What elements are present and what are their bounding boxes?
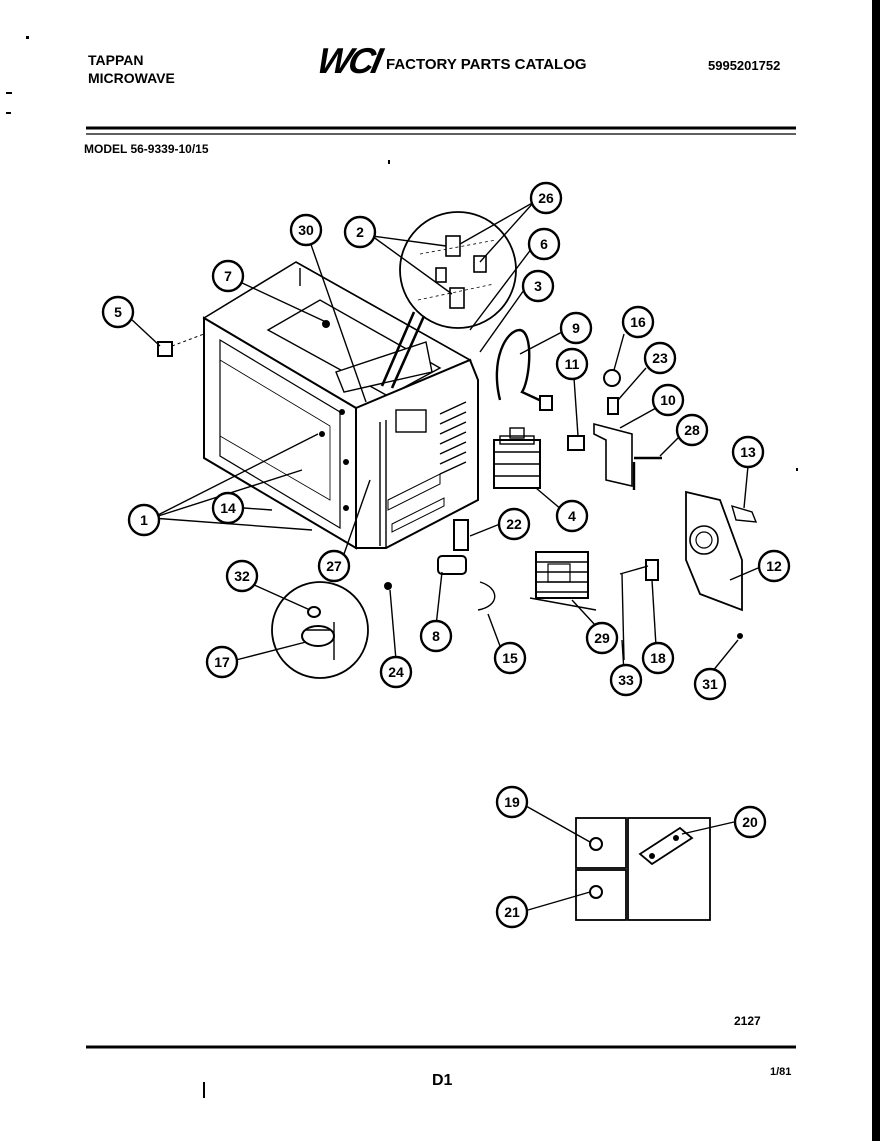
scan-marks [6, 36, 798, 1098]
svg-text:13: 13 [740, 444, 756, 460]
callout-9: 9 [559, 311, 593, 345]
svg-text:22: 22 [506, 516, 522, 532]
svg-text:21: 21 [504, 904, 520, 920]
callout-28: 28 [675, 413, 709, 447]
svg-text:1: 1 [140, 512, 148, 528]
microwave-cabinet [202, 261, 479, 550]
callout-15: 15 [493, 641, 527, 675]
page-id: D1 [432, 1072, 453, 1089]
callout-5: 5 [101, 295, 135, 329]
svg-text:4: 4 [568, 508, 576, 524]
svg-text:27: 27 [326, 558, 342, 574]
callout-27: 27 [317, 549, 351, 583]
callout-13: 13 [731, 435, 765, 469]
svg-text:5: 5 [114, 304, 122, 320]
svg-text:24: 24 [388, 664, 404, 680]
part-24-screw [384, 582, 392, 590]
svg-text:12: 12 [766, 558, 782, 574]
document-number: 5995201752 [708, 58, 781, 73]
thermostat-detail-inset [271, 581, 369, 679]
product-type: MICROWAVE [88, 70, 175, 86]
callout-6: 6 [527, 227, 561, 261]
svg-text:26: 26 [538, 190, 554, 206]
svg-text:10: 10 [660, 392, 676, 408]
callout-16: 16 [621, 305, 655, 339]
callout-2: 2 [343, 215, 377, 249]
figure-code: 2127 [734, 1014, 761, 1028]
header-rule [86, 126, 796, 135]
switch-detail-inset [380, 211, 517, 389]
brand-name: TAPPAN [88, 52, 144, 68]
svg-text:7: 7 [224, 268, 232, 284]
callout-26: 26 [529, 181, 563, 215]
callout-1: 1 [127, 503, 161, 537]
part-4-magnetron [493, 427, 541, 489]
callout-22: 22 [497, 507, 531, 541]
svg-text:23: 23 [652, 350, 668, 366]
callout-4: 4 [555, 499, 589, 533]
svg-text:28: 28 [684, 422, 700, 438]
callout-24: 24 [379, 655, 413, 689]
parts-upper-right-cluster [567, 369, 662, 490]
svg-text:32: 32 [234, 568, 250, 584]
callout-18: 18 [641, 641, 675, 675]
svg-text:2: 2 [356, 224, 364, 240]
svg-text:19: 19 [504, 794, 520, 810]
inset-boxes [575, 817, 711, 921]
callout-17: 17 [205, 645, 239, 679]
svg-text:16: 16 [630, 314, 646, 330]
page-date: 1/81 [770, 1066, 792, 1078]
svg-text:31: 31 [702, 676, 718, 692]
svg-text:30: 30 [298, 222, 314, 238]
callout-19: 19 [495, 785, 529, 819]
svg-text:18: 18 [650, 650, 666, 666]
svg-text:29: 29 [594, 630, 610, 646]
part-5-latch [157, 333, 205, 357]
part-29-transformer [529, 551, 597, 611]
callout-20: 20 [733, 805, 767, 839]
svg-text:20: 20 [742, 814, 758, 830]
callout-32: 32 [225, 559, 259, 593]
callout-30: 30 [289, 213, 323, 247]
callout-12: 12 [757, 549, 791, 583]
svg-text:3: 3 [534, 278, 542, 294]
callout-31: 31 [693, 667, 727, 701]
model-number: MODEL 56-9339-10/15 [84, 142, 209, 156]
callout-8: 8 [419, 619, 453, 653]
callout-21: 21 [495, 895, 529, 929]
svg-text:33: 33 [618, 672, 634, 688]
cabinet-vent [439, 401, 467, 475]
svg-text:9: 9 [572, 320, 580, 336]
callout-7: 7 [211, 259, 245, 293]
callout-3: 3 [521, 269, 555, 303]
svg-text:8: 8 [432, 628, 440, 644]
svg-text:11: 11 [565, 356, 580, 372]
callout-23: 23 [643, 341, 677, 375]
catalog-title: FACTORY PARTS CATALOG [386, 56, 587, 73]
svg-text:15: 15 [502, 650, 518, 666]
callout-11: 11 [555, 347, 589, 381]
callout-29: 29 [585, 621, 619, 655]
svg-text:6: 6 [540, 236, 548, 252]
fan-assembly [619, 490, 758, 661]
callout-10: 10 [651, 383, 685, 417]
part-9-power-cord [495, 328, 553, 411]
callout-33: 33 [609, 663, 643, 697]
parts-lower-middle-cluster [437, 519, 496, 611]
callout-14: 14 [211, 491, 245, 525]
svg-text:14: 14 [220, 500, 236, 516]
svg-text:17: 17 [214, 654, 230, 670]
